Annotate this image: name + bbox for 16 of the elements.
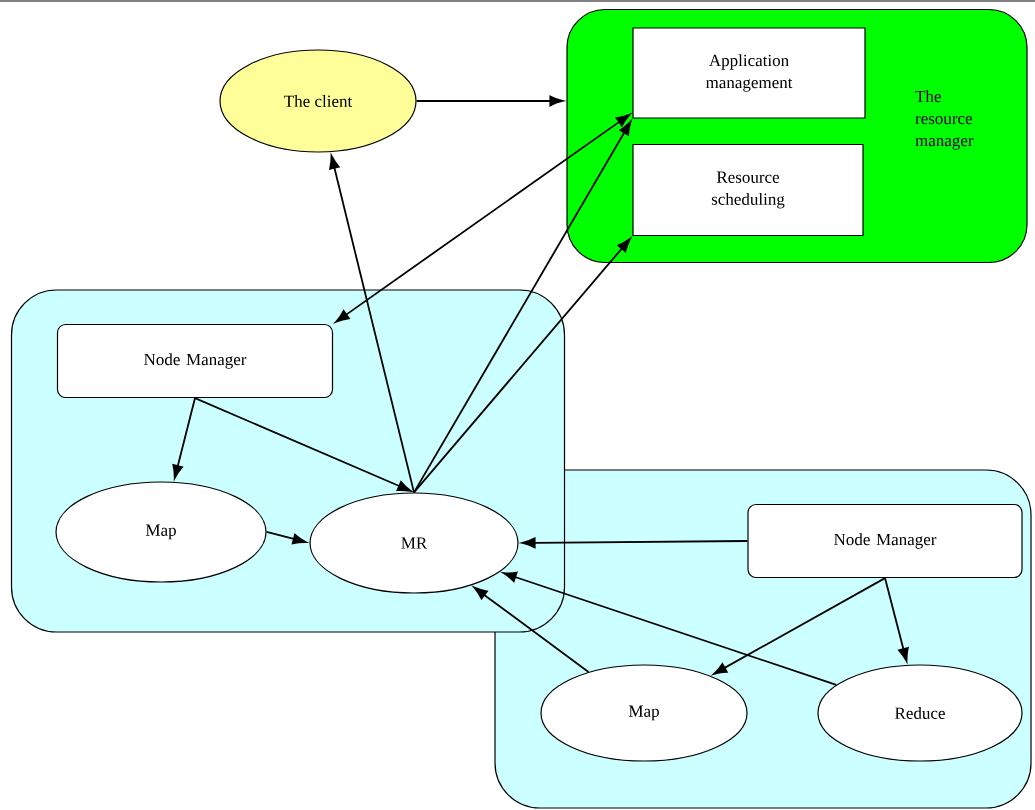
arrow bbox=[172, 397, 196, 479]
arrow bbox=[884, 577, 909, 662]
arrow bbox=[194, 397, 412, 492]
process-box: Resource scheduling bbox=[632, 143, 864, 237]
process-box: Node Manager bbox=[747, 503, 1023, 579]
arrow bbox=[521, 537, 749, 549]
arrow bbox=[265, 531, 307, 545]
process-box: Node Manager bbox=[56, 323, 334, 399]
arrow bbox=[502, 571, 838, 686]
process-box: Application management bbox=[632, 27, 866, 119]
arrow bbox=[713, 577, 886, 675]
arrow bbox=[473, 586, 590, 673]
arrow bbox=[329, 155, 415, 494]
arrow bbox=[415, 95, 564, 107]
arrow bbox=[413, 238, 631, 494]
arrow bbox=[335, 113, 631, 323]
